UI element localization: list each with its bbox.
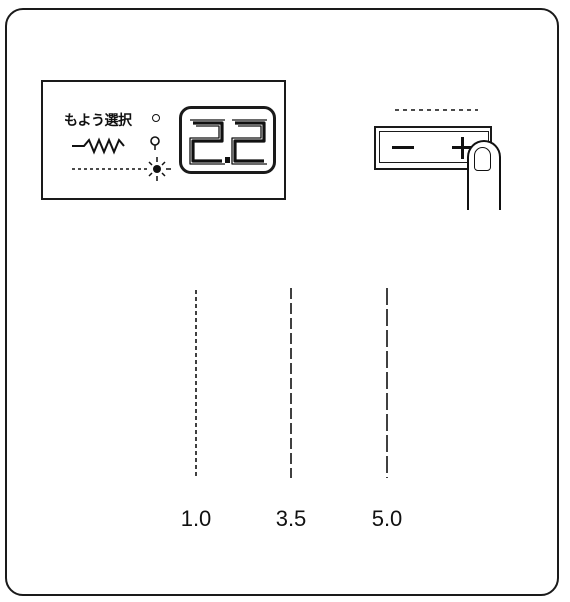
- zigzag-indicator-led: [150, 136, 160, 146]
- stitch-length-display: [179, 106, 276, 174]
- fingernail-icon: [474, 147, 491, 171]
- pattern-selection-label: もよう選択: [64, 113, 132, 129]
- decimal-point: [225, 157, 230, 163]
- zigzag-stitch-icon: [72, 137, 125, 155]
- pattern-indicator-led: [152, 114, 160, 122]
- outer-frame: [5, 8, 559, 596]
- digit-2-second: [231, 119, 267, 165]
- display-digits: [189, 119, 267, 165]
- length-label-3: 5.0: [371, 506, 403, 531]
- straight-stitch-led-lit-icon: [148, 157, 171, 181]
- plus-icon-vertical[interactable]: [461, 137, 464, 159]
- minus-icon[interactable]: [392, 146, 414, 149]
- length-label-2: 3.5: [275, 506, 307, 531]
- length-label-1: 1.0: [180, 506, 212, 531]
- digit-2-first: [189, 119, 225, 165]
